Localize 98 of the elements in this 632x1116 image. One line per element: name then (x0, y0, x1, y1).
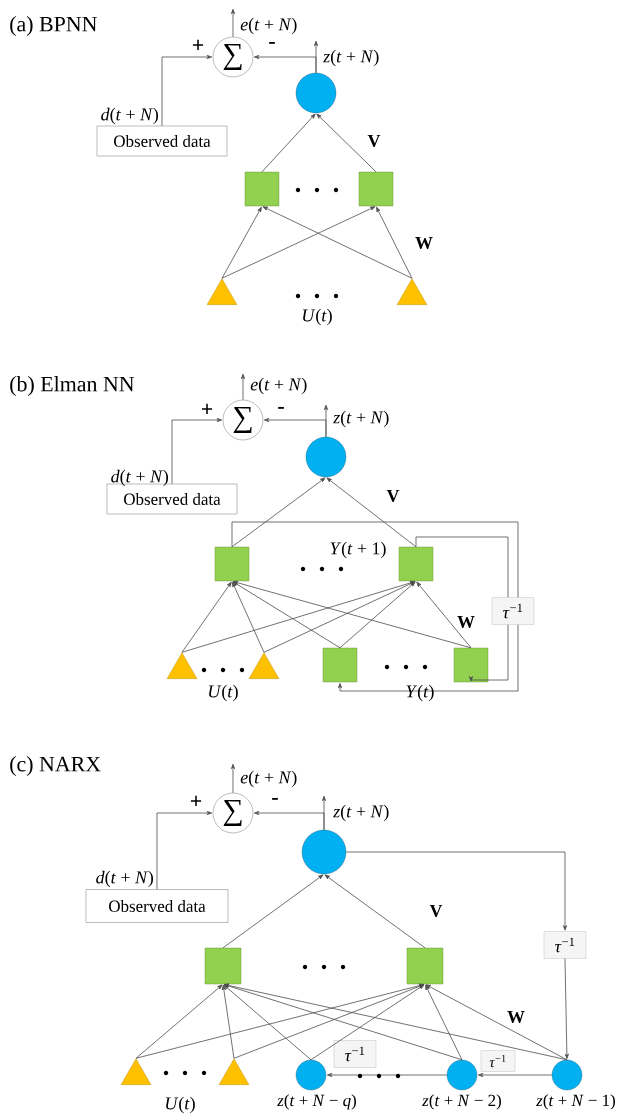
arrow (338, 624, 519, 692)
delay-box: τ$^{−1}$ (480, 1050, 516, 1072)
hidden-neuron (214, 546, 250, 582)
edge-label: d(t + N) (101, 107, 158, 125)
sign-label: - (278, 406, 284, 409)
arrow (231, 477, 326, 548)
arrow (221, 985, 235, 1059)
input-triangle (120, 1058, 152, 1085)
node-caption: z(t + N − 2) (422, 1094, 501, 1110)
arrow (241, 373, 245, 401)
arrow (324, 404, 328, 438)
sign-label: + (190, 795, 202, 807)
panel-title: (c) NARX (10, 756, 101, 776)
signal-label: Y(t + 1) (330, 541, 386, 559)
arrow (322, 795, 326, 831)
arrow (345, 851, 567, 931)
arrow (222, 874, 324, 949)
edge-label: e(t + N) (250, 377, 307, 395)
arrow (478, 1073, 553, 1077)
arrow (425, 984, 568, 1061)
arrow (469, 624, 509, 682)
signal-label: U(t) (303, 308, 332, 326)
arrow (135, 984, 223, 1059)
node-caption: z(t + N − 1) (536, 1094, 615, 1110)
edge-label: d(t + N) (96, 870, 153, 888)
node-caption: z(t + N − q) (277, 1094, 356, 1110)
input-triangle (166, 652, 198, 679)
hidden-neuron (406, 947, 444, 985)
delay-box: τ$^{−1}$ (543, 931, 587, 959)
weight-label: V (386, 490, 400, 502)
arrow (221, 206, 262, 279)
arrow (232, 581, 341, 649)
arrow (181, 581, 232, 653)
sign-label: + (192, 39, 204, 51)
arrow (223, 984, 463, 1061)
hidden-neuron (358, 171, 394, 207)
signal-label: Y(t) (406, 684, 434, 702)
input-triangle (218, 1058, 250, 1085)
arrow (376, 206, 413, 279)
delay-neuron (551, 1059, 583, 1091)
signal-label: U(t) (166, 1096, 195, 1114)
arrow (231, 763, 235, 794)
edge-label: e(t + N) (240, 17, 297, 35)
delay-box: τ$^{−1}$ (333, 1040, 377, 1068)
weight-label: W (507, 1011, 525, 1023)
input-triangle (396, 278, 428, 305)
arrow (223, 984, 312, 1061)
signal-label: U(t) (209, 684, 238, 702)
arrow (310, 984, 425, 1061)
edge-label: z(t + N) (333, 804, 389, 822)
sign-label: + (201, 403, 213, 415)
arrow (327, 1073, 448, 1077)
arrow (263, 581, 416, 653)
panel-title: (b) Elman NN (10, 376, 135, 396)
input-triangle (248, 652, 280, 679)
hidden-neuron (398, 546, 434, 582)
arrow (156, 811, 212, 890)
arrow (416, 581, 472, 649)
edge-label: z(t + N) (333, 410, 389, 428)
hidden-neuron (322, 647, 358, 683)
arrow (261, 113, 316, 173)
arrow (326, 477, 417, 548)
observed-data-box: Observed data (85, 889, 229, 923)
arrow (262, 206, 413, 279)
hidden-neuron (453, 647, 489, 683)
delay-neuron (295, 1059, 327, 1091)
edge-label: z(t + N) (323, 49, 379, 67)
output-neuron (305, 436, 347, 478)
delay-box: τ$^{−1}$ (491, 597, 535, 625)
hidden-neuron (244, 171, 280, 207)
weight-label: V (429, 905, 443, 917)
output-neuron (301, 829, 347, 875)
arrow (161, 55, 212, 127)
arrow (233, 984, 425, 1059)
delay-neuron (446, 1059, 478, 1091)
sign-label: - (269, 41, 275, 44)
arrow (221, 206, 376, 279)
output-neuron (295, 72, 337, 114)
sign-label: - (272, 797, 278, 800)
edge-label: e(t + N) (240, 770, 297, 788)
weight-label: W (415, 237, 433, 249)
weight-label: V (367, 135, 381, 147)
observed-data-box: Observed data (96, 125, 228, 157)
input-triangle (206, 278, 238, 305)
arrow (339, 581, 416, 649)
arrow (564, 958, 569, 1059)
weight-label: W (457, 616, 475, 628)
arrow (314, 40, 318, 74)
arrow (232, 580, 472, 649)
arrow (231, 8, 235, 38)
hidden-neuron (204, 947, 242, 985)
arrow (232, 581, 265, 653)
arrow (223, 983, 568, 1061)
arrow (425, 984, 463, 1061)
arrow (324, 874, 426, 949)
arrow (171, 418, 222, 485)
arrow (316, 113, 377, 173)
panel-title: (a) BPNN (10, 16, 97, 36)
